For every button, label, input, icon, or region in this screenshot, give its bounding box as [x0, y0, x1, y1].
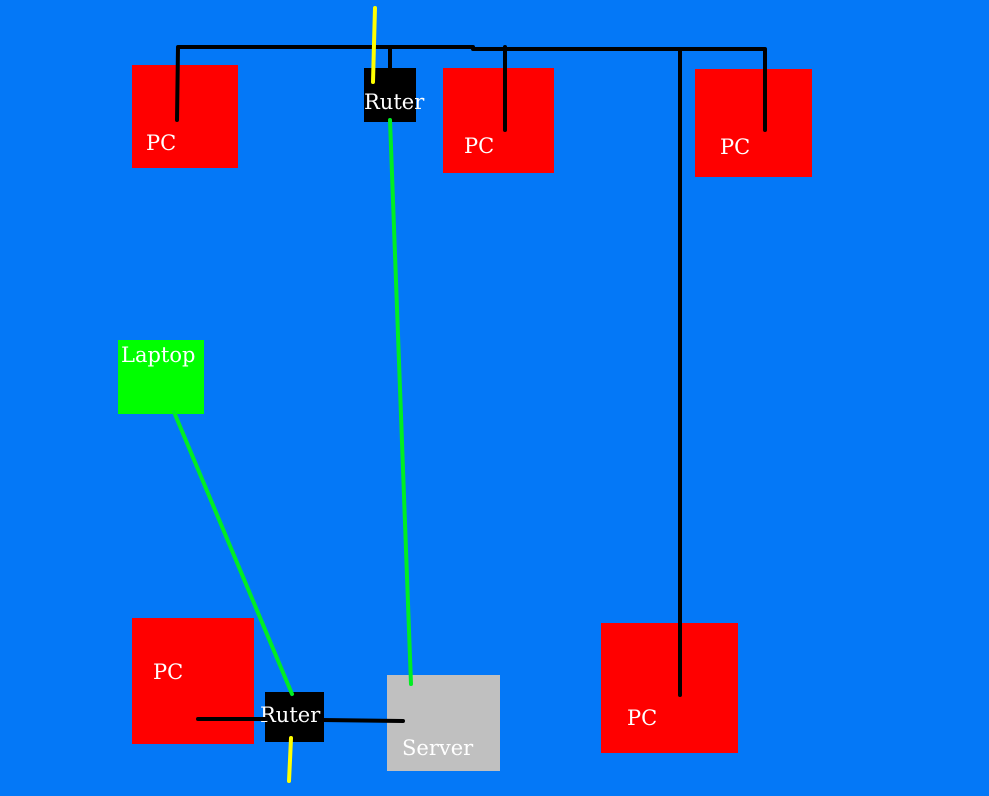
server: Server	[387, 675, 500, 771]
router-top-label: Ruter	[364, 90, 425, 114]
pc-top-left: PC	[132, 65, 238, 168]
pc-bottom-right-label: PC	[627, 706, 658, 730]
pc-top-middle-label: PC	[464, 134, 495, 158]
pc-bottom-left: PC	[132, 618, 254, 744]
backbone-cable	[175, 45, 767, 132]
laptop-label: Laptop	[121, 343, 196, 367]
router-bottom: Ruter	[260, 692, 324, 742]
pc-bottom-right: PC	[601, 623, 738, 753]
laptop: Laptop	[118, 340, 204, 414]
cable-server	[320, 718, 405, 723]
pc-top-middle: PC	[443, 68, 554, 173]
uplink-router-top	[371, 6, 377, 84]
wireless-router-top-server	[388, 118, 413, 686]
wireless-laptop-router-bottom	[172, 410, 294, 696]
uplink-router-bottom	[287, 736, 293, 783]
pc-top-right-label: PC	[720, 135, 751, 159]
pc-top-right: PC	[695, 69, 812, 177]
router-bottom-label: Ruter	[260, 703, 321, 727]
pc-top-left-label: PC	[146, 131, 177, 155]
pc-bottom-left-label: PC	[153, 660, 184, 684]
server-label: Server	[402, 736, 474, 760]
